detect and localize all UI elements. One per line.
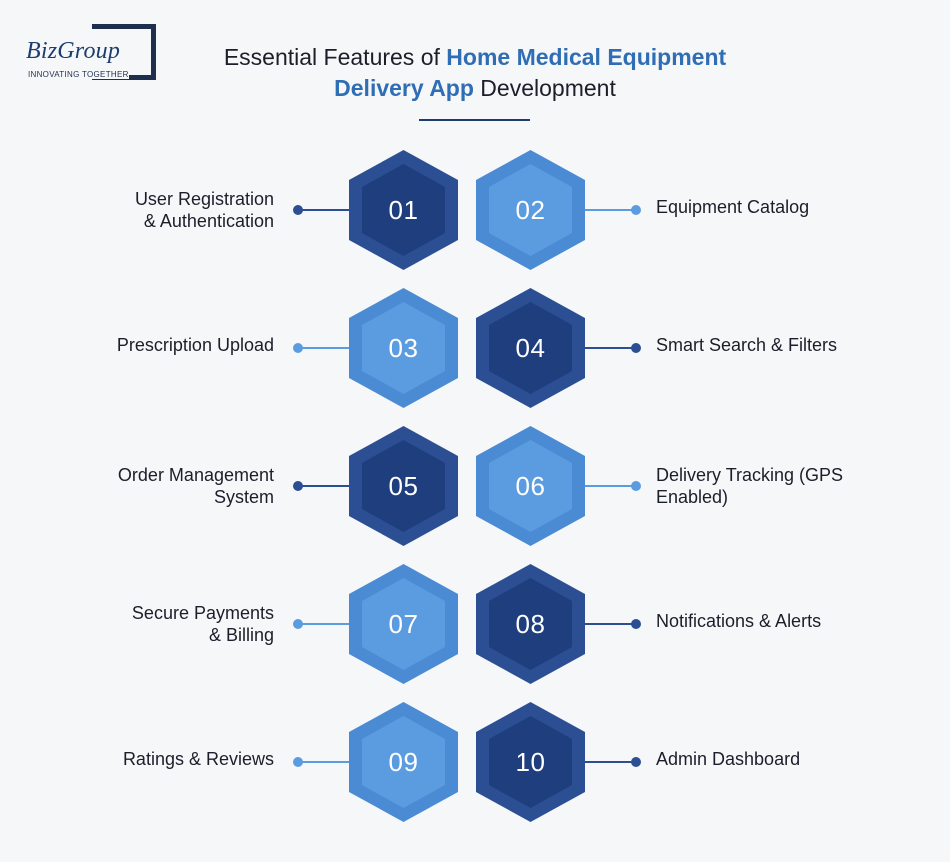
connector-dot <box>293 205 303 215</box>
feature-number: 05 <box>362 440 445 532</box>
feature-number: 06 <box>489 440 572 532</box>
feature-hexagon-05: 05 <box>349 426 458 546</box>
title-highlight-1: Home Medical Equipment <box>446 44 727 70</box>
connector-dot <box>293 481 303 491</box>
connector-line <box>580 347 636 349</box>
feature-number: 02 <box>489 164 572 256</box>
feature-hexagon-06: 06 <box>476 426 585 546</box>
feature-hexagon-03: 03 <box>349 288 458 408</box>
connector-line <box>580 209 636 211</box>
feature-label-08: Notifications & Alerts <box>656 611 822 631</box>
feature-label-07: Secure Payments& Billing <box>131 603 274 645</box>
connector-line <box>298 209 354 211</box>
feature-number: 08 <box>489 578 572 670</box>
connector-line <box>580 623 636 625</box>
logo-tagline: INNOVATING TOGETHER <box>28 70 129 79</box>
feature-number: 01 <box>362 164 445 256</box>
feature-number: 03 <box>362 302 445 394</box>
title-part2: Development <box>473 75 616 101</box>
feature-label-09: Ratings & Reviews <box>122 749 274 769</box>
feature-hexagon-02: 02 <box>476 150 585 270</box>
feature-hexagon-09: 09 <box>349 702 458 822</box>
feature-label-10: Admin Dashboard <box>656 749 801 769</box>
connector-dot <box>631 757 641 767</box>
feature-label-04: Smart Search & Filters <box>656 335 838 355</box>
connector-line <box>298 623 354 625</box>
connector-line <box>298 485 354 487</box>
feature-label-01: User Registration& Authentication <box>134 189 274 231</box>
feature-hexagon-01: 01 <box>349 150 458 270</box>
feature-number: 10 <box>489 716 572 808</box>
feature-number: 09 <box>362 716 445 808</box>
connector-dot <box>631 205 641 215</box>
connector-line <box>298 347 354 349</box>
page-title: Essential Features of Home Medical Equip… <box>0 42 950 104</box>
connector-dot <box>293 757 303 767</box>
connector-dot <box>293 343 303 353</box>
logo-wordmark: BizGroup <box>26 38 123 65</box>
feature-label-03: Prescription Upload <box>116 335 274 355</box>
connector-line <box>298 761 354 763</box>
bizgroup-logo: BizGroup INNOVATING TOGETHER <box>26 24 158 84</box>
connector-dot <box>293 619 303 629</box>
connector-line <box>580 761 636 763</box>
connector-dot <box>631 481 641 491</box>
connector-dot <box>631 619 641 629</box>
feature-hexagon-10: 10 <box>476 702 585 822</box>
connector-dot <box>631 343 641 353</box>
title-highlight-2: Delivery App <box>334 75 474 101</box>
title-part1: Essential Features of <box>223 44 447 70</box>
feature-label-02: Equipment Catalog <box>656 197 810 217</box>
feature-number: 04 <box>489 302 572 394</box>
title-underline <box>419 119 530 121</box>
connector-line <box>580 485 636 487</box>
feature-number: 07 <box>362 578 445 670</box>
feature-hexagon-08: 08 <box>476 564 585 684</box>
feature-hexagon-04: 04 <box>476 288 585 408</box>
feature-hexagon-07: 07 <box>349 564 458 684</box>
